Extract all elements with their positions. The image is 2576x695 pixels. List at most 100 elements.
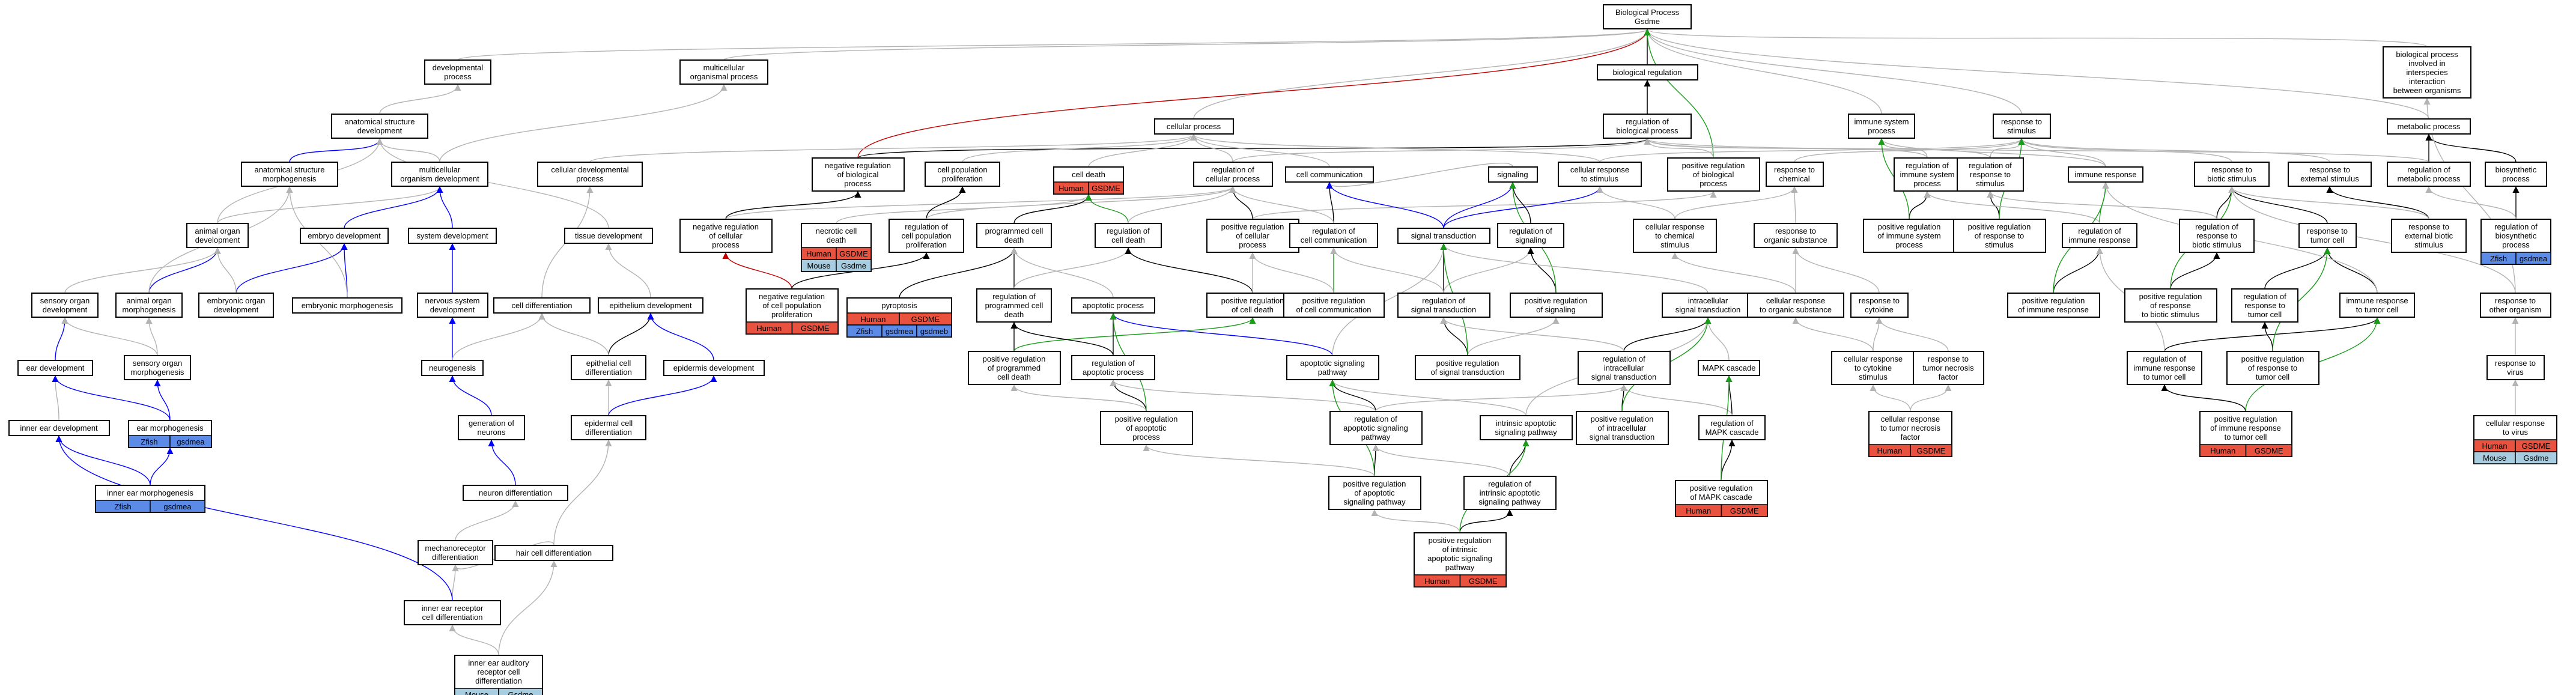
go-term-node[interactable]: embryonic morphogenesis xyxy=(292,297,402,314)
go-term-node[interactable]: system development xyxy=(408,228,497,244)
go-term-node[interactable]: cell communication xyxy=(1285,166,1374,183)
go-term-node[interactable]: signal transduction xyxy=(1397,228,1490,244)
go-term-node[interactable]: neuron differentiation xyxy=(463,485,568,501)
go-term-node[interactable]: signaling xyxy=(1488,166,1538,183)
go-term-node[interactable]: MAPK cascade xyxy=(1698,360,1760,376)
go-term-node[interactable]: biological regulation xyxy=(1597,64,1698,80)
go-term-node[interactable]: ear development xyxy=(17,360,93,376)
go-term-node[interactable]: cellular process xyxy=(1154,118,1234,135)
go-term-node[interactable]: neurogenesis xyxy=(421,360,484,376)
go-term-node[interactable]: apoptotic process xyxy=(1071,297,1155,314)
go-term-node[interactable]: tissue development xyxy=(564,228,653,244)
go-term-node[interactable]: immune response xyxy=(2068,166,2143,183)
go-term-node[interactable]: epidermis development xyxy=(663,360,765,376)
go-term-node[interactable]: metabolic process xyxy=(2387,118,2471,135)
go-term-node[interactable]: epithelium development xyxy=(598,297,703,314)
go-term-node[interactable]: hair cell differentiation xyxy=(494,545,613,561)
